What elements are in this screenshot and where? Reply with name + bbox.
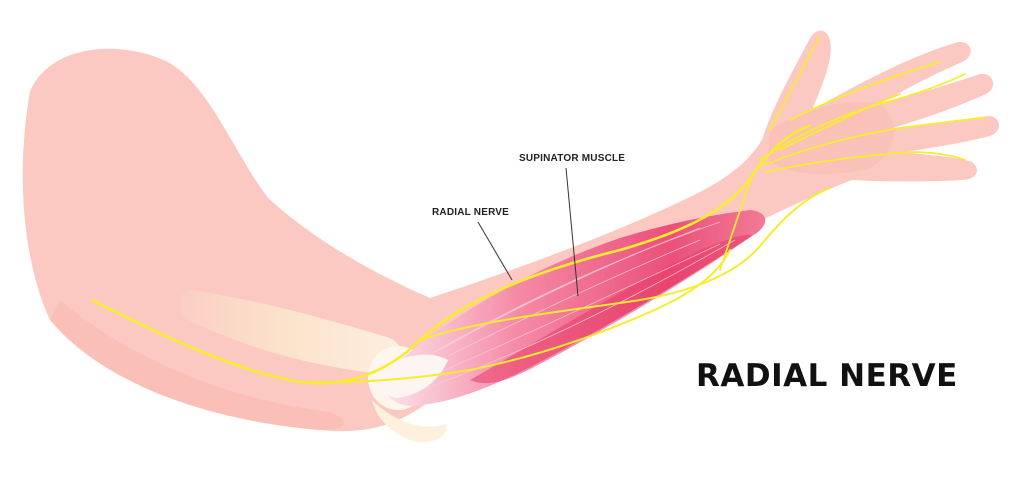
tendon xyxy=(377,354,448,398)
supinator-muscle-label: SUPINATOR MUSCLE xyxy=(519,153,625,164)
radial-nerve-label: RADIAL NERVE xyxy=(432,207,509,218)
nerve-branch-lower xyxy=(299,249,731,384)
radial-nerve-main xyxy=(90,124,812,385)
radial-nerve-leader xyxy=(477,221,513,281)
nerves xyxy=(90,37,986,385)
nerve-branch-upper xyxy=(419,187,831,341)
leader-lines xyxy=(477,167,579,297)
page-title: RADIAL NERVE xyxy=(696,358,958,394)
supinator-muscle xyxy=(377,210,766,406)
elbow-shade xyxy=(50,300,344,430)
nerve-branch-forearm xyxy=(719,175,753,271)
hand-nerves xyxy=(759,37,986,173)
supinator-leader xyxy=(565,167,579,297)
